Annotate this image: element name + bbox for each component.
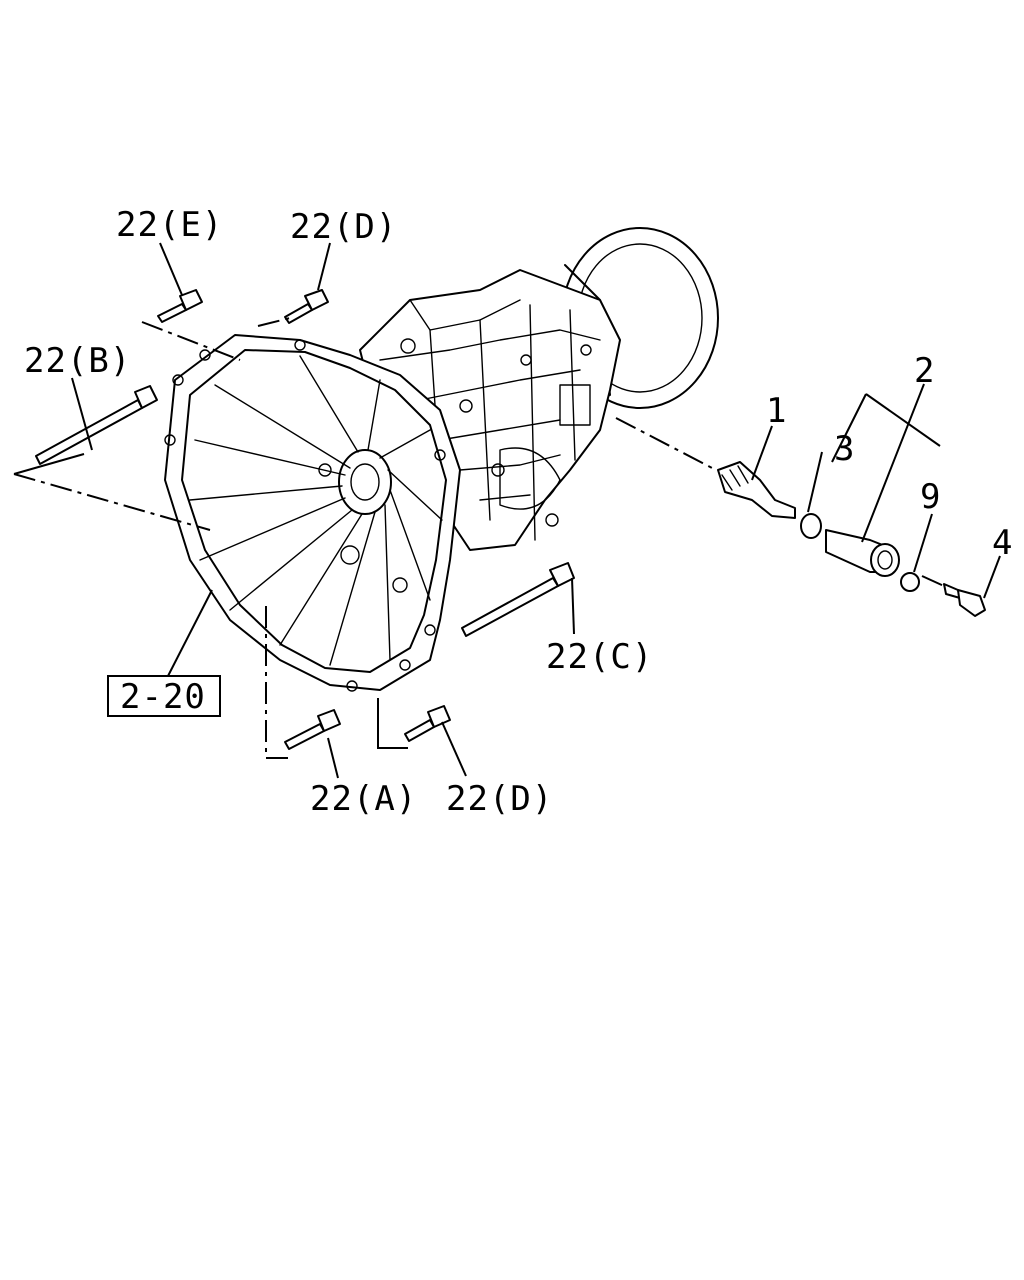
label-3: 3	[834, 429, 855, 469]
alignment-lines	[13, 317, 945, 759]
sleeve-retainer	[900, 572, 920, 592]
bolt-22D-bottom	[404, 705, 451, 742]
label-9: 9	[920, 477, 941, 517]
label-2-20-box	[107, 675, 221, 717]
callout-labels: 22(E) 22(D) 22(B) 2 1 3 9 4 22(C) 2-20 2…	[24, 205, 1013, 819]
o-ring	[800, 513, 822, 539]
clutch-housing	[164, 334, 461, 692]
label-22E: 22(E)	[116, 205, 223, 245]
bolt-22A	[284, 709, 341, 750]
label-22D-bottom: 22(D)	[446, 779, 553, 819]
label-22C: 22(C)	[546, 637, 653, 677]
speedometer-driven-gear	[717, 461, 796, 519]
label-2-20: 2-20	[120, 677, 206, 717]
label-1: 1	[766, 391, 787, 431]
bolt-22D-top	[284, 289, 329, 324]
bolt-22E	[157, 289, 203, 323]
sleeve	[825, 529, 900, 577]
label-22D-top: 22(D)	[290, 207, 397, 247]
transmission-assembly	[164, 227, 719, 692]
label-22B: 22(B)	[24, 341, 131, 381]
bolt-22B	[35, 385, 158, 465]
leader-lines	[71, 242, 1001, 779]
bolt-22C	[461, 562, 575, 637]
label-4: 4	[992, 523, 1013, 563]
label-22A: 22(A)	[310, 779, 417, 819]
bolt-4	[943, 583, 986, 617]
label-2: 2	[914, 351, 935, 391]
